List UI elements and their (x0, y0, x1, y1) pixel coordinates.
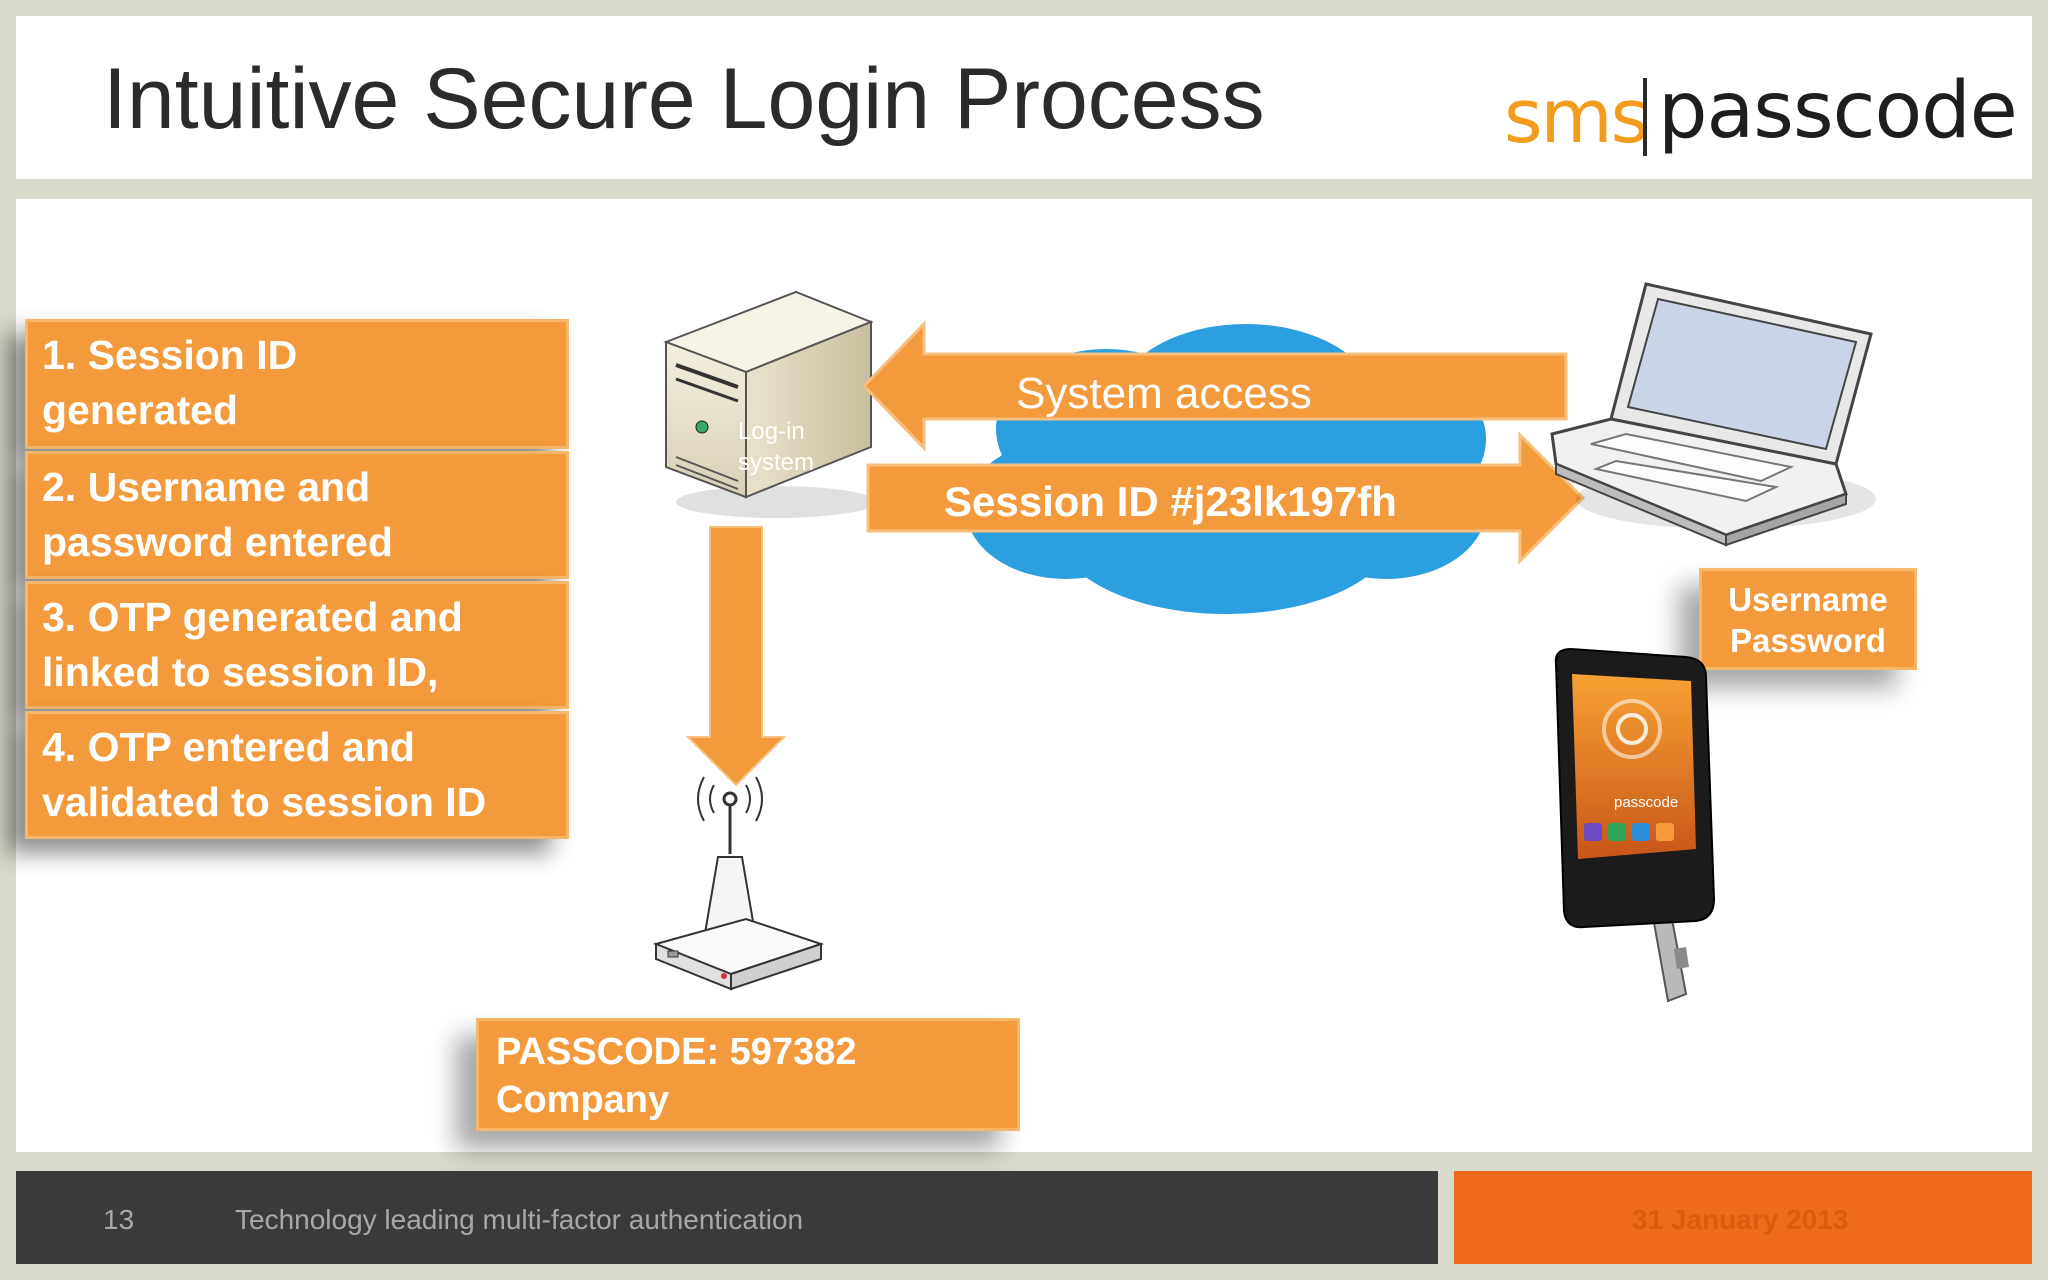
footer-date-bar: 31 January 2013 (1454, 1171, 2032, 1264)
credentials-box: Username Password (1699, 568, 1917, 670)
logo-passcode-text: passcode (1658, 66, 2018, 156)
step-2-box: 2. Username and password entered (25, 451, 569, 579)
system-access-label: System access (1016, 369, 1312, 418)
step-3-box: 3. OTP generated and linked to session I… (25, 581, 569, 709)
passcode-line: PASSCODE: 597382 (496, 1031, 857, 1073)
server-icon (663, 290, 876, 518)
smartphone-key-icon: passcode (1554, 647, 1716, 1003)
footer-tagline: Technology leading multi-factor authenti… (235, 1204, 804, 1235)
passcode-box: PASSCODE: 597382 Company (476, 1018, 1020, 1131)
server-label-line1: Log-in (738, 418, 805, 445)
step-1-box: 1. Session ID generated (25, 319, 569, 449)
step-3-line2: linked to session ID, (42, 649, 439, 695)
step-1-line1: 1. Session ID (42, 332, 298, 378)
session-id-arrow (866, 431, 1586, 565)
server-label-line2: system (738, 449, 815, 476)
server-label: Log-in system (738, 416, 814, 478)
step-4-line1: 4. OTP entered and (42, 724, 415, 770)
slide-title: Intuitive Secure Login Process (103, 51, 1265, 147)
slide-header: Intuitive Secure Login Process sms passc… (16, 16, 2032, 179)
passcode-company: Company (496, 1079, 670, 1121)
credentials-password: Password (1730, 622, 1886, 659)
session-id-label: Session ID #j23lk197fh (944, 478, 1397, 525)
down-arrow (685, 526, 787, 787)
footer-date: 31 January 2013 (1632, 1204, 1849, 1235)
step-4-box: 4. OTP entered and validated to session … (25, 711, 569, 839)
phone-brand-text: passcode (1614, 794, 1678, 811)
step-3-line1: 3. OTP generated and (42, 594, 463, 640)
footer-bar: 13 Technology leading multi-factor authe… (16, 1171, 1438, 1264)
slide-body: 1. Session ID generated 2. Username and … (16, 199, 2032, 1152)
step-1-line2: generated (42, 387, 238, 433)
credentials-username: Username (1728, 581, 1888, 618)
logo-divider (1643, 78, 1647, 156)
logo-sms-text: sms (1504, 74, 1649, 160)
step-4-line2: validated to session ID (42, 779, 487, 825)
step-2-line1: 2. Username and (42, 464, 371, 510)
system-access-arrow (861, 320, 1568, 452)
step-2-line2: password entered (42, 519, 393, 565)
page-number: 13 (103, 1204, 135, 1235)
transmitter-icon (652, 776, 825, 991)
laptop-icon (1550, 282, 1876, 547)
